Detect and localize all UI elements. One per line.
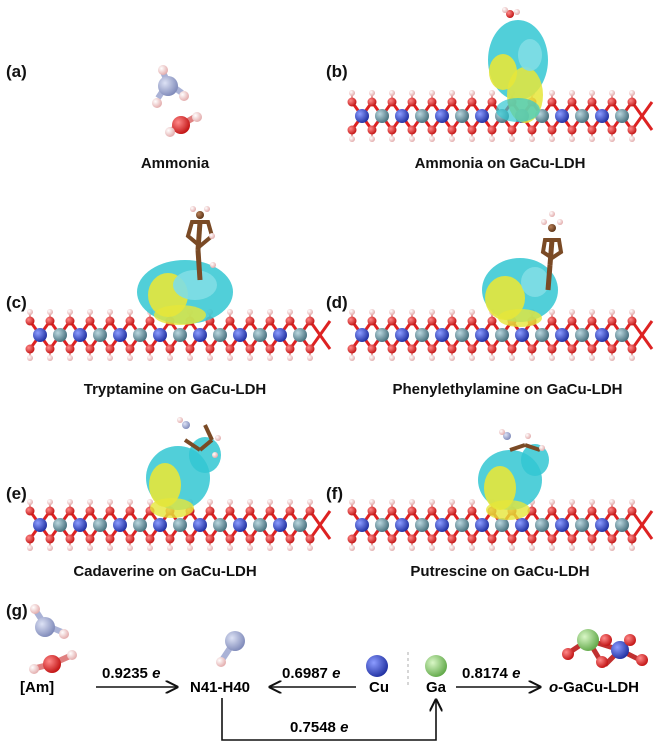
panel-label-b: (b) — [326, 62, 348, 81]
panel-label-d: (d) — [326, 293, 348, 312]
cadaverine-chain — [177, 417, 221, 458]
caption-b: Ammonia on GaCu-LDH — [414, 155, 586, 172]
ldh-slab-c — [25, 309, 332, 361]
ga-label: Ga — [426, 679, 447, 696]
charge-density-f — [478, 429, 549, 520]
am-label: [Am] — [20, 679, 54, 696]
ammonia-molecule — [152, 65, 202, 137]
ldh-label: o-GaCu-LDH — [549, 679, 639, 696]
panel-label-a: (a) — [6, 62, 27, 81]
ldh-slab-f — [347, 499, 654, 551]
cu-label: Cu — [369, 679, 389, 696]
caption-f: Putrescine on GaCu-LDH — [410, 563, 590, 580]
caption-a: Ammonia — [140, 155, 210, 172]
ga-atom-icon — [425, 655, 447, 677]
panel-label-e: (e) — [6, 484, 27, 503]
putrescine-chain — [499, 429, 545, 452]
charge-ga-ldh: 0.8174 e — [462, 665, 520, 682]
charge-am-n41: 0.9235 e — [102, 665, 160, 682]
charge-density-b — [488, 7, 548, 123]
charge-density-e — [146, 417, 221, 518]
caption-c: Tryptamine on GaCu-LDH — [83, 381, 267, 398]
am-molecule-icon — [29, 604, 77, 674]
arrow-n41-to-ga — [221, 698, 436, 741]
ldh-slab-e — [25, 499, 332, 551]
panel-label-f: (f) — [326, 484, 343, 503]
charge-density-d — [482, 211, 564, 327]
ldh-name: -GaCu-LDH — [558, 679, 639, 696]
panel-label-c: (c) — [6, 293, 27, 312]
ldh-cluster-icon — [562, 629, 648, 668]
phenylethylamine-chain — [540, 211, 564, 291]
n41-h40-molecule-icon — [216, 631, 245, 667]
panel-label-g: (g) — [6, 601, 28, 620]
n41-h40-label: N41-H40 — [190, 679, 250, 696]
cu-atom-icon — [366, 655, 388, 677]
caption-e: Cadaverine on GaCu-LDH — [73, 563, 257, 580]
ldh-slab-d — [347, 309, 654, 361]
charge-n41-ga: 0.7548 e — [290, 719, 348, 736]
tryptamine-chain — [185, 206, 216, 281]
charge-density-c — [137, 206, 233, 325]
charge-cu-n41: 0.6987 e — [282, 665, 340, 682]
caption-d: Phenylethylamine on GaCu-LDH — [392, 381, 623, 398]
ldh-prefix: o — [549, 679, 558, 696]
